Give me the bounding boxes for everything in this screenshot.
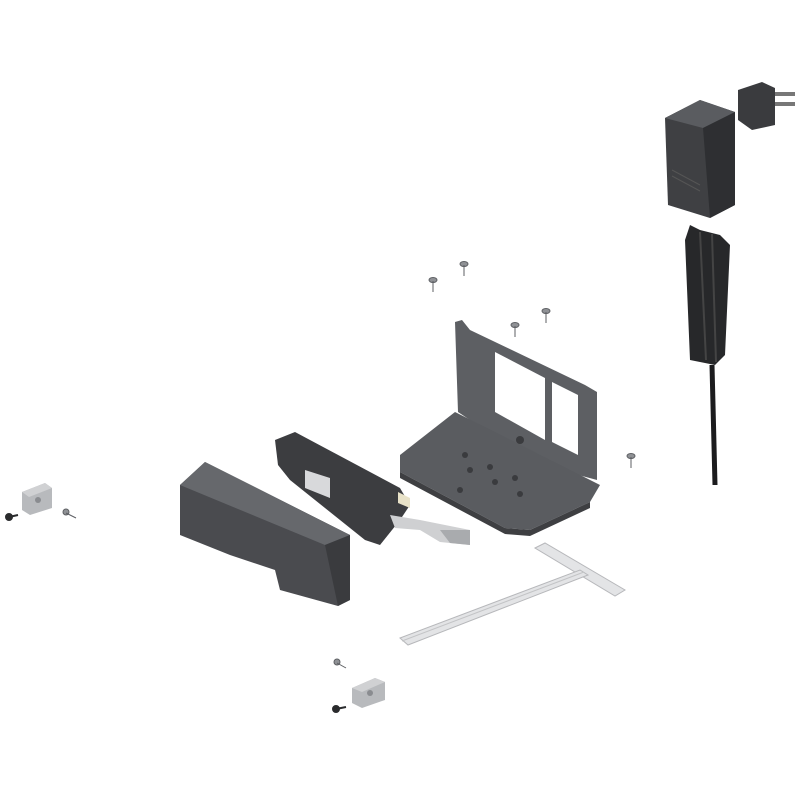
mounting-bracket	[400, 320, 600, 536]
screw	[333, 658, 347, 669]
black-screws	[5, 513, 347, 713]
screw	[626, 453, 636, 468]
servo-drive-motor-unit	[275, 432, 470, 545]
screw	[428, 277, 438, 292]
power-cable	[685, 225, 730, 486]
screw	[459, 261, 469, 276]
screws	[62, 261, 636, 669]
screw	[510, 322, 520, 337]
power-adapter	[665, 100, 735, 218]
screw	[62, 508, 77, 519]
plug-adapter	[738, 82, 795, 130]
screw	[5, 513, 19, 521]
screw	[541, 308, 551, 323]
end-cap-bottom	[352, 678, 385, 708]
screw	[332, 705, 347, 713]
metal-linkage-bar	[399, 542, 626, 646]
cover-cap	[180, 462, 350, 606]
end-cap-left	[22, 483, 52, 515]
